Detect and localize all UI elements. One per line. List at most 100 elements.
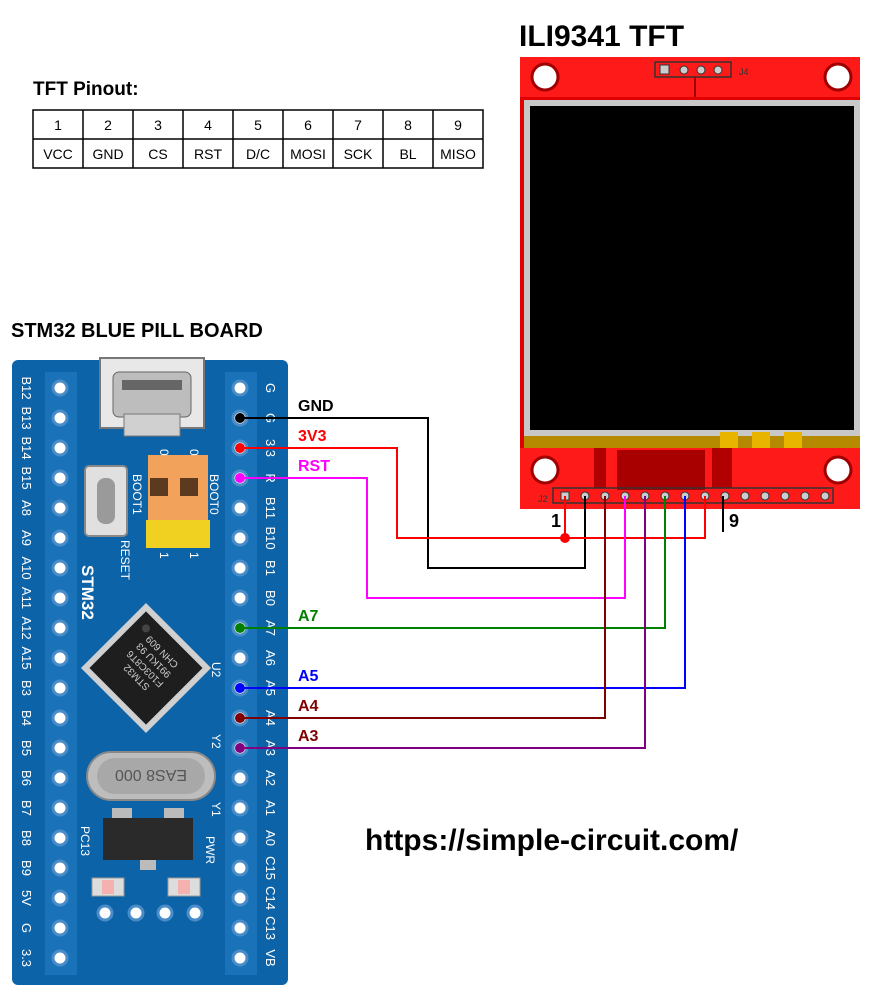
board-brand: STM32 [78,565,97,620]
stm32-board: 0 0 1 1 BOOT1 BOOT0 RESET STM32 STM32 F1… [12,357,288,985]
board-pin-label: B15 [19,466,34,489]
board-pin-icon [231,589,249,607]
j2-header [552,487,834,504]
wire-label-a3: A3 [298,728,319,745]
pin-name-cell: MOSI [290,146,326,162]
pin-name-cell: MISO [440,146,476,162]
j4-pad [713,65,723,75]
j2-pad [820,491,830,501]
board-pin-label: B10 [263,526,278,549]
left-header [45,372,77,975]
board-pin-icon [51,799,69,817]
board-pin-label: B11 [263,497,278,519]
swd-pad [96,904,114,922]
jumper-value: 0 [157,449,171,456]
board-pin-icon [51,379,69,397]
led-icon [102,880,114,894]
board-pin-label: B5 [19,740,34,756]
wire-3v3 [240,447,706,539]
flex-ribbon [524,436,860,448]
tft-module: J4 J2 [520,57,860,532]
board-pin-icon [231,949,249,967]
swd-pad [127,904,145,922]
board-pin-icon [231,379,249,397]
j2-label: J2 [538,494,548,504]
pin-name-cell: D/C [246,146,270,162]
screen [530,106,854,430]
wire-end-dot [235,413,245,423]
wire-rst [240,477,626,599]
reset-button-cap [97,478,115,524]
boot1-label: BOOT1 [130,474,144,515]
pin-name-cell: SCK [344,146,373,162]
crystal-top [97,758,205,794]
board-pin-icon [51,889,69,907]
board-pin-icon [51,859,69,877]
wire-gnd [240,417,586,569]
pwr-label: PWR [203,836,217,864]
pin-number-cell: 4 [204,117,212,133]
board-pin-label: B0 [263,590,278,606]
board-pin-icon [51,739,69,757]
board-pin-label: B6 [19,770,34,786]
board-pin-icon [51,409,69,427]
wire-a7 [240,496,666,629]
board-pin-label: C14 [263,886,278,910]
wire-a5 [240,496,686,689]
wire-label-a4: A4 [298,698,319,715]
board-pin-label: A8 [19,500,34,516]
pin-name-cell: RST [194,146,222,162]
board-pin-label: B1 [263,560,278,576]
board-pin-icon [51,709,69,727]
tft-pin1-label: 1 [551,511,561,531]
pc13-label: PC13 [78,826,92,856]
usb-legs [123,413,181,437]
board-pin-icon [51,829,69,847]
wire-label-a7: A7 [298,608,319,625]
junction-dot [560,533,570,543]
jumper-value: 1 [157,552,171,559]
reset-label: RESET [118,540,132,581]
board-pin-icon [231,859,249,877]
board-pin-label: A12 [19,616,34,639]
pin1-dot-icon [142,624,150,633]
pin-name-cell: CS [148,146,167,162]
board-pin-label: A0 [263,830,278,846]
board-pin-label: B12 [19,376,34,399]
board-pin-icon [231,919,249,937]
board-pin-icon [231,829,249,847]
led-icon [178,880,190,894]
wire-end-dot [235,443,245,453]
right-header [225,372,257,975]
pin-name-cell: GND [92,146,123,162]
component-block [594,448,606,488]
wire-a4 [240,496,606,719]
board-pin-label: B4 [19,710,34,726]
board-pin-icon [231,559,249,577]
jumper-header [146,520,210,548]
jumper-cap [180,478,198,496]
board-pin-icon [51,499,69,517]
wire-end-dot [235,623,245,633]
board-pin-label: B13 [19,406,34,429]
website-url[interactable]: https://simple-circuit.com/ [365,824,739,857]
mount-hole-icon [530,62,560,92]
j2-pad [760,491,770,501]
pin-name-cell: BL [399,146,416,162]
board-pin-icon [51,769,69,787]
board-pin-icon [231,529,249,547]
pin-name-cell: VCC [43,146,73,162]
pinout-title: TFT Pinout: [33,79,139,100]
board-pin-icon [231,799,249,817]
board-pin-icon [51,679,69,697]
pin-number-cell: 5 [254,117,262,133]
left-pin-row: B12B13B14B15A8A9A10A11A12A15B3B4B5B6B7B8… [19,376,69,967]
j4-label: J4 [739,67,749,77]
j4-pad [679,65,689,75]
j4-pad [659,64,670,75]
pin-number-cell: 3 [154,117,162,133]
pin-number-cell: 7 [354,117,362,133]
board-pin-icon [51,559,69,577]
board-pin-icon [51,619,69,637]
